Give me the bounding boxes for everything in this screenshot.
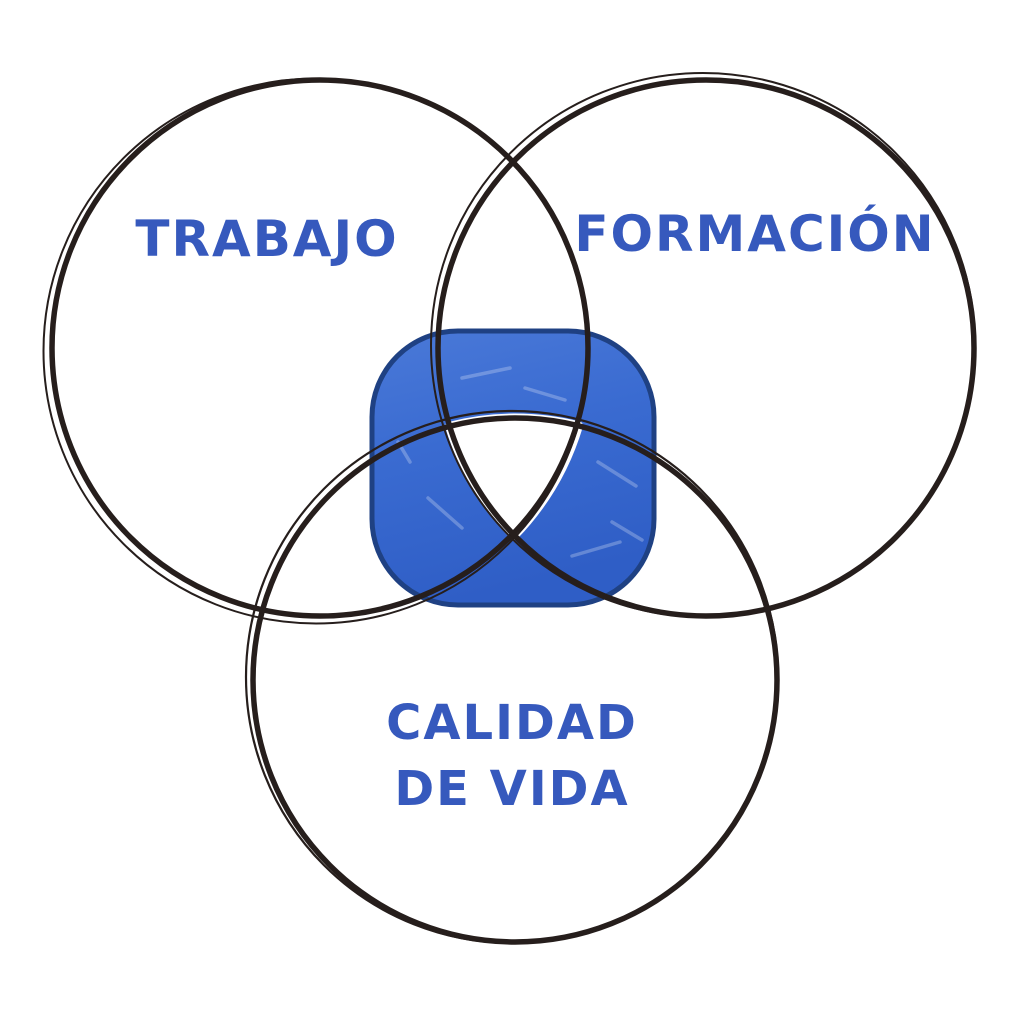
- label-calidad-de-vida: CALIDAD DE VIDA: [386, 690, 638, 822]
- highlight-streaks: [396, 366, 644, 558]
- label-trabajo: TRABAJO: [135, 210, 399, 268]
- circle-formacion-outline-sketch: [430, 72, 976, 618]
- circle-trabajo-outline-sketch: [42, 77, 590, 625]
- circle-outlines: [42, 72, 977, 945]
- label-calidad-line1: CALIDAD: [386, 695, 638, 751]
- label-calidad-line2: DE VIDA: [394, 761, 630, 817]
- label-formacion: FORMACIÓN: [574, 205, 936, 263]
- circle-calidad-outline-sketch: [244, 409, 780, 945]
